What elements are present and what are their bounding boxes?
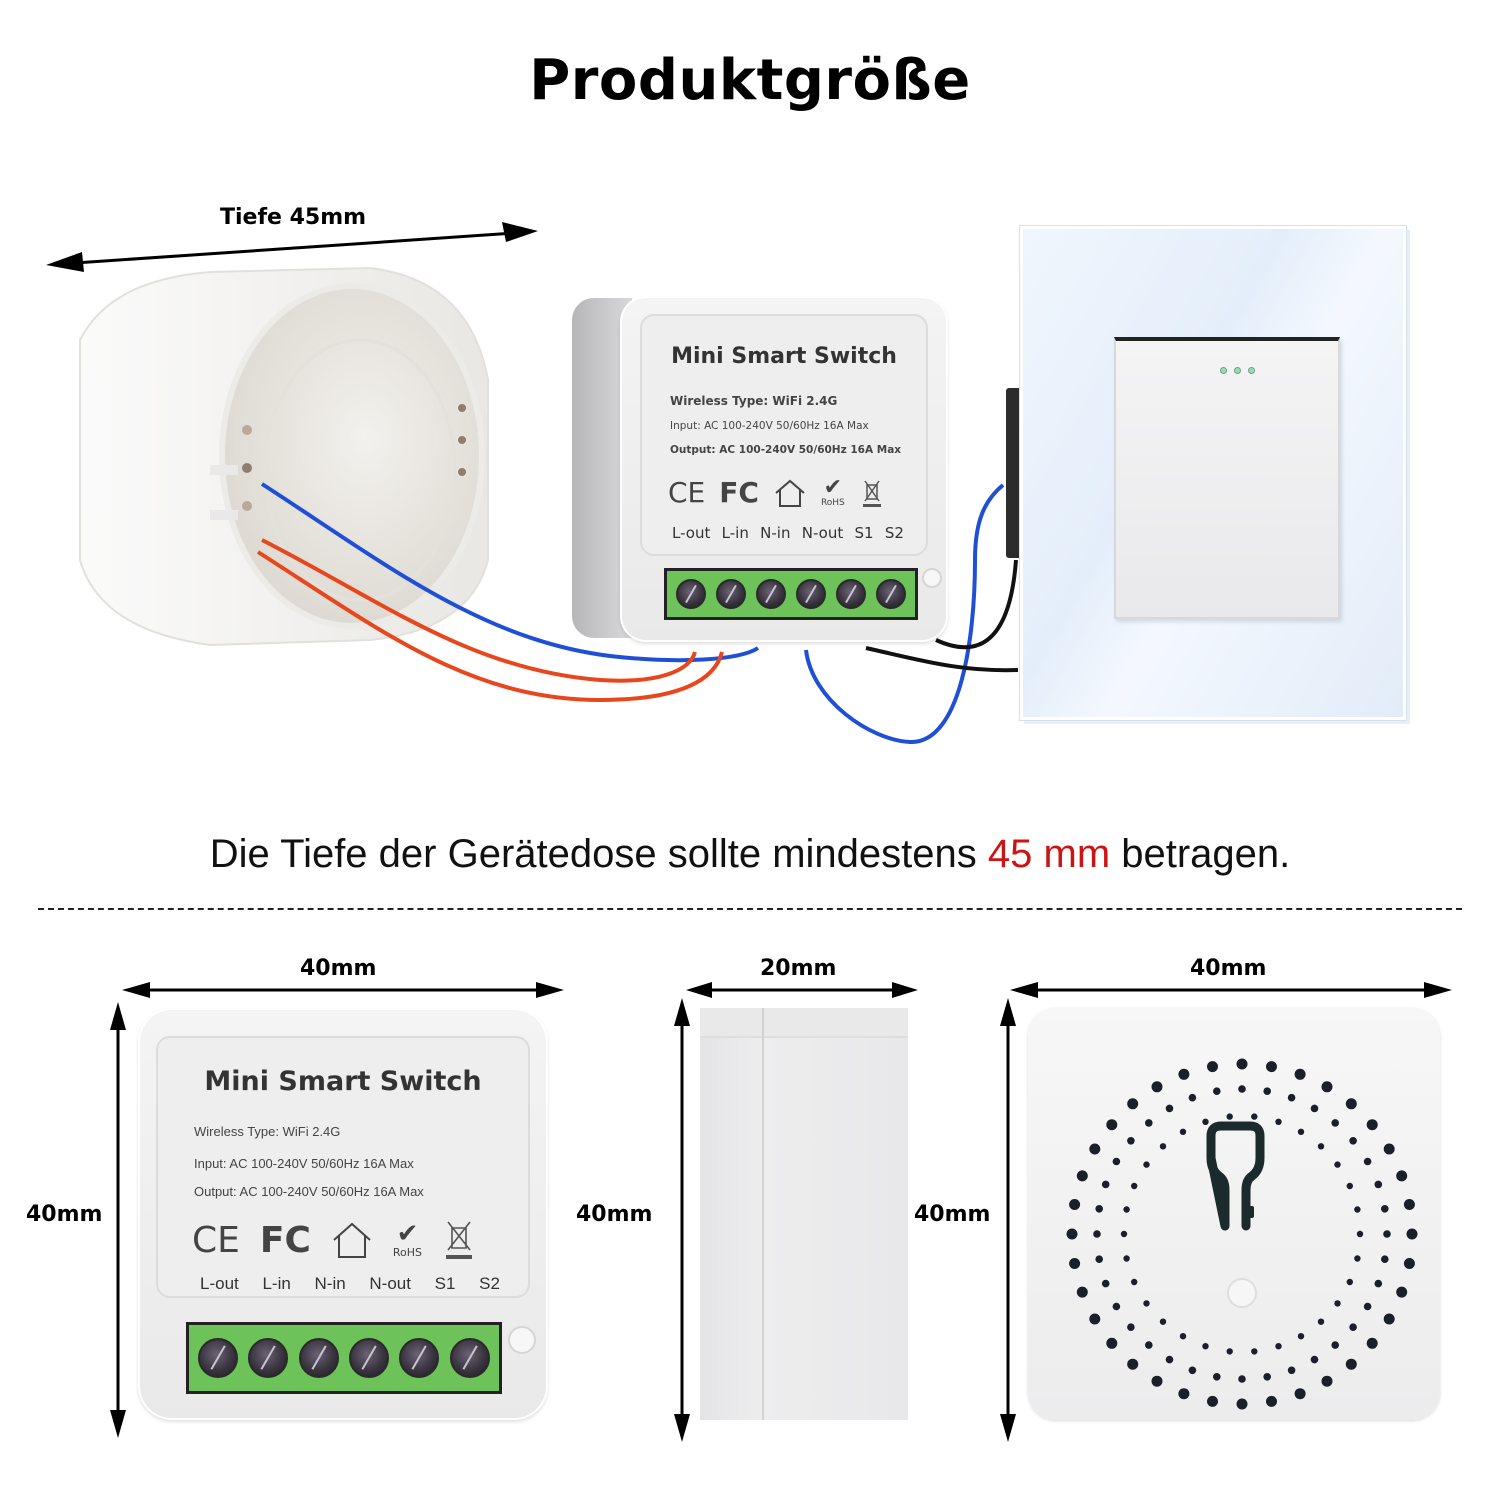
indicator-led-icon [1248,367,1255,374]
ce-mark-icon: CE [668,476,706,509]
fcc-mark-icon: FC [719,476,759,509]
depth-notice: Die Tiefe der Gerätedose sollte mindeste… [209,832,1291,876]
front-module-name: Mini Smart Switch [204,1066,482,1097]
front-terminal-block [186,1322,502,1394]
screw-icon [449,1338,490,1378]
antenna-trace-icon [1206,1121,1265,1231]
side-view-module [700,1008,908,1420]
certification-row: CE FC ✔ RoHS [668,476,885,509]
module-label-panel: Mini Smart Switch Wireless Type: WiFi 2.… [640,314,928,556]
terminal-block [664,568,918,620]
screw-icon [248,1338,289,1378]
terminal-label: L-in [721,524,749,542]
side-height-arrow-icon [674,998,690,1442]
front-width-arrow-icon [122,982,564,998]
depth-label: Tiefe 45mm [220,205,367,230]
front-width-label: 40mm [300,956,377,981]
back-width-arrow-icon [1010,982,1452,998]
back-height-arrow-icon [1000,998,1016,1442]
terminal-labels: L-out L-in N-in N-out S1 S2 [672,524,904,542]
reset-button-icon [508,1326,536,1354]
front-label-panel: Mini Smart Switch Wireless Type: WiFi 2.… [156,1036,530,1298]
fcc-mark-icon: FC [259,1219,311,1261]
front-spec-input: Input: AC 100-240V 50/60Hz 16A Max [194,1156,414,1171]
ventilation-holes-icon [1066,1058,1418,1410]
front-certification-row: CE FC ✔ RoHS [192,1218,476,1262]
screw-icon [298,1338,339,1378]
front-view-module: Mini Smart Switch Wireless Type: WiFi 2.… [138,1008,548,1420]
front-height-label: 40mm [26,1202,103,1227]
terminal-label: N-in [314,1274,346,1293]
spec-output: Output: AC 100-240V 50/60Hz 16A Max [670,444,902,456]
weee-bin-icon [446,1221,473,1259]
module-top-photo: Mini Smart Switch Wireless Type: WiFi 2.… [620,296,948,642]
wall-switch-rocker [1114,337,1340,619]
side-height-label: 40mm [576,1202,653,1227]
back-width-label: 40mm [1190,956,1267,981]
spec-wireless: Wireless Type: WiFi 2.4G [670,394,838,408]
indicator-led-icon [1220,367,1227,374]
weee-bin-icon [862,480,881,507]
reset-button-icon [922,568,942,588]
spec-input: Input: AC 100-240V 50/60Hz 16A Max [670,420,869,432]
front-terminal-labels: L-out L-in N-in N-out S1 S2 [200,1274,500,1294]
depth-arrow-icon [46,222,538,272]
screw-icon [399,1338,440,1378]
switch-back-clip [1006,388,1024,558]
screw-icon [836,579,866,609]
side-width-label: 20mm [760,956,837,981]
house-icon [333,1222,371,1258]
screw-icon [796,579,826,609]
front-spec-wireless: Wireless Type: WiFi 2.4G [194,1124,341,1139]
house-icon [775,479,805,507]
depth-highlight: 45 mm [987,832,1111,876]
terminal-label: L-out [200,1274,239,1293]
screw-icon [349,1338,390,1378]
screw-icon [198,1338,239,1378]
terminal-label: L-out [672,524,711,542]
rohs-icon: ✔ RoHS [820,474,845,508]
terminal-label: S2 [479,1274,500,1293]
terminal-label: S1 [854,524,874,542]
ce-mark-icon: CE [192,1219,240,1261]
terminal-label: L-in [262,1274,291,1293]
button-dimple-icon [1227,1278,1257,1308]
terminal-label: N-in [760,524,791,542]
page-title: Produktgröße [529,48,971,113]
terminal-label: N-out [369,1274,411,1293]
indicator-led-icon [1234,367,1241,374]
terminal-label: S2 [884,524,904,542]
side-width-arrow-icon [686,982,918,998]
terminal-label: S1 [434,1274,456,1293]
back-height-label: 40mm [914,1202,991,1227]
dashed-divider [38,908,1462,910]
screw-icon [716,579,746,609]
rohs-icon: ✔ RoHS [392,1218,423,1259]
wiring-diagram [256,482,1019,745]
terminal-label: N-out [801,524,844,542]
module-name: Mini Smart Switch [671,344,897,369]
junction-box-icon [79,266,489,647]
screw-icon [676,579,706,609]
front-height-arrow-icon [110,1002,126,1438]
screw-icon [876,579,906,609]
screw-icon [756,579,786,609]
back-view-module [1028,1008,1440,1420]
front-spec-output: Output: AC 100-240V 50/60Hz 16A Max [194,1184,424,1199]
